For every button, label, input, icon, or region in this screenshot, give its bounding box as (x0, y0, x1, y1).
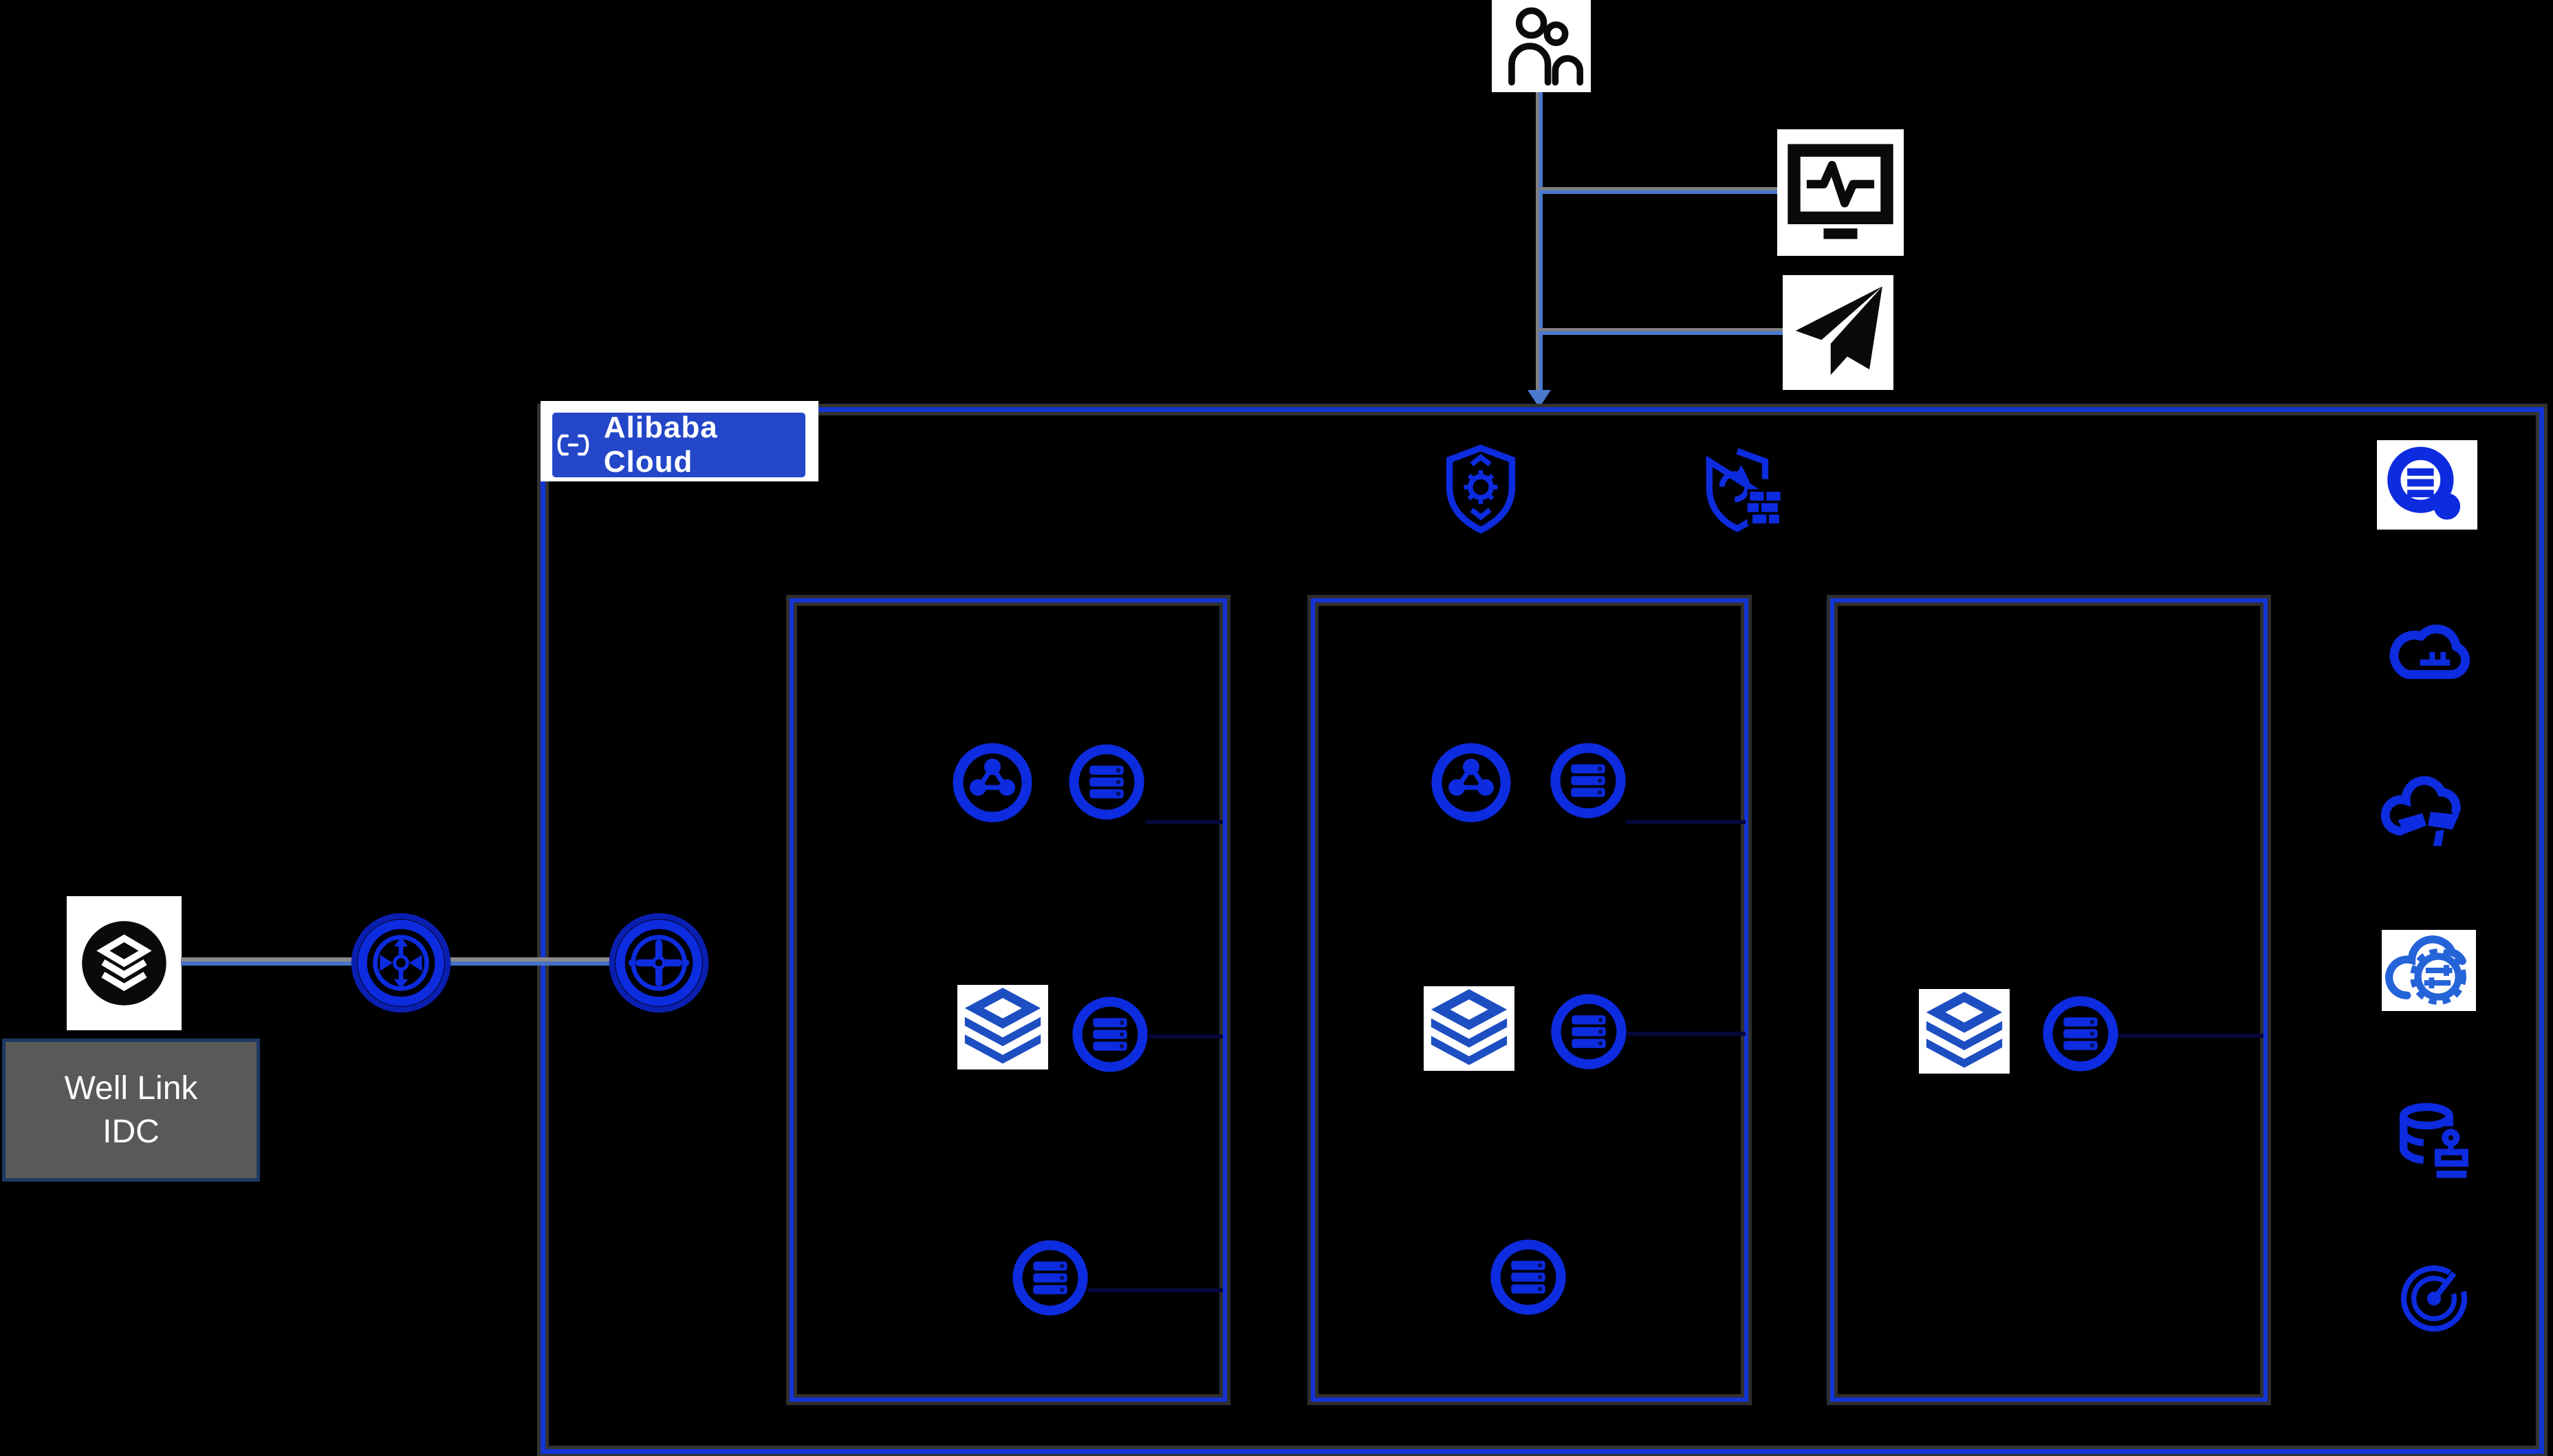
arrow-into-cloud (1528, 390, 1551, 408)
layer-stack-logo-icon (67, 896, 182, 1030)
server-group-icon (2041, 995, 2120, 1073)
server-group-icon (1067, 743, 1146, 821)
users-to-cloud-line (1536, 92, 1543, 393)
subnet-line (2118, 1034, 2263, 1038)
server-group-icon (1549, 741, 1627, 820)
alibaba-cloud-boundary (541, 407, 2544, 1454)
idc-label-box: Well Link IDC (2, 1039, 260, 1182)
idc-connector-line (181, 957, 355, 966)
stack-service-icon (957, 985, 1048, 1069)
server-group-icon (1489, 1238, 1567, 1316)
server-group-icon (1550, 992, 1628, 1071)
subnet-line (1145, 820, 1223, 824)
stack-service-icon (1424, 986, 1514, 1071)
idc-label-line2: IDC (102, 1113, 160, 1150)
radar-scan-icon (2396, 1261, 2472, 1336)
load-balancer-icon (1430, 741, 1512, 824)
subnet-line (1149, 1034, 1223, 1039)
subnet-line (1625, 820, 1746, 824)
users-icon (1492, 0, 1591, 92)
wheel-gateway-icon (600, 904, 717, 1021)
zone-1 (790, 598, 1227, 1402)
stack-service-icon (1919, 989, 2010, 1074)
cloud-label-text: Alibaba Cloud (603, 411, 718, 479)
subnet-line (1627, 1032, 1746, 1036)
users-to-monitor-line (1539, 187, 1777, 194)
zone-2 (1311, 598, 1748, 1402)
idc-label-line1: Well Link (64, 1069, 198, 1107)
subnet-line (1088, 1288, 1223, 1292)
cloud-icon (2384, 616, 2477, 684)
log-search-icon (2377, 440, 2477, 530)
paper-plane-icon (1783, 275, 1893, 390)
alibaba-cloud-brackets-logo (557, 434, 589, 456)
monitoring-screen-icon (1777, 129, 1904, 256)
server-group-icon (1071, 995, 1149, 1074)
shield-protection-icon (1444, 440, 1517, 539)
users-to-mail-line (1539, 328, 1783, 335)
load-balancer-icon (951, 741, 1034, 824)
database-backup-icon (2392, 1099, 2478, 1185)
server-group-icon (1011, 1239, 1089, 1317)
idc-connector-line (447, 957, 614, 966)
shield-firewall-sync-icon (1704, 443, 1785, 541)
zone-3 (1830, 598, 2268, 1402)
arrows-gateway-icon (343, 904, 459, 1021)
alibaba-cloud-label: Alibaba Cloud (550, 411, 807, 479)
cloud-config-gear-icon (2382, 930, 2476, 1011)
cloud-highway-icon (2381, 774, 2477, 853)
